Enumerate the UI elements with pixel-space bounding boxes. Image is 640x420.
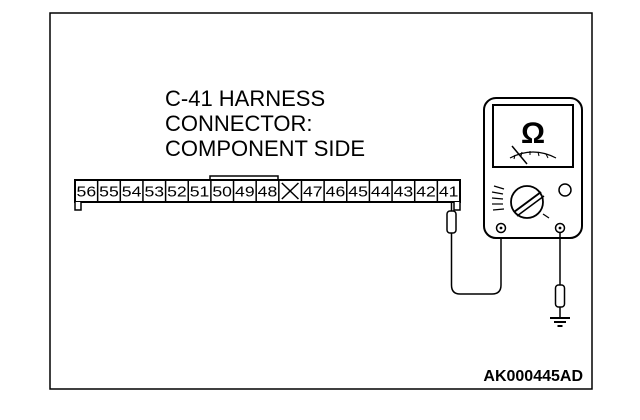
meter-display (492, 104, 574, 168)
connector-title-line-3: COMPONENT SIDE (165, 136, 365, 161)
meter-scale-arc (509, 151, 557, 159)
connector-pin-42: 42 (416, 184, 436, 201)
probe-icon (446, 210, 457, 234)
meter-needle (511, 145, 528, 165)
connector-pin-54: 54 (122, 184, 142, 201)
connector-pin-53: 53 (144, 184, 164, 201)
connector-pin-47: 47 (303, 184, 323, 201)
ohm-symbol: Ω (521, 117, 545, 150)
connector-key (209, 175, 279, 180)
connector-body (74, 179, 461, 203)
connector-pin-56: 56 (77, 184, 97, 201)
connector-pin-52: 52 (167, 184, 187, 201)
empty-pin-cross (281, 182, 299, 200)
connector-pin-45: 45 (348, 184, 368, 201)
connector-pin-51: 51 (190, 184, 210, 201)
ground-probe-icon (554, 284, 566, 308)
connector-pin-44: 44 (371, 184, 391, 201)
zero-adjust-button (558, 183, 572, 197)
connector-pin-49: 49 (235, 184, 255, 201)
diagram-frame (49, 12, 593, 390)
connector-pin-43: 43 (394, 184, 414, 201)
connector-right-leg (453, 202, 461, 211)
connector-pin-50: 50 (212, 184, 232, 201)
connector-title-line-1: C-41 HARNESS (165, 86, 325, 111)
test-lead-1 (450, 230, 502, 295)
connector-title-line-2: CONNECTOR: (165, 111, 313, 136)
connector-left-leg (74, 202, 82, 211)
connector-pin-41: 41 (439, 184, 459, 201)
connector-pin-46: 46 (326, 184, 346, 201)
ground-icon (550, 317, 570, 327)
ohmmeter-icon: Ω (483, 97, 583, 239)
connector-pin-55: 55 (99, 184, 119, 201)
connector-pin-48: 48 (258, 184, 278, 201)
figure-code: AK000445AD (483, 368, 583, 385)
